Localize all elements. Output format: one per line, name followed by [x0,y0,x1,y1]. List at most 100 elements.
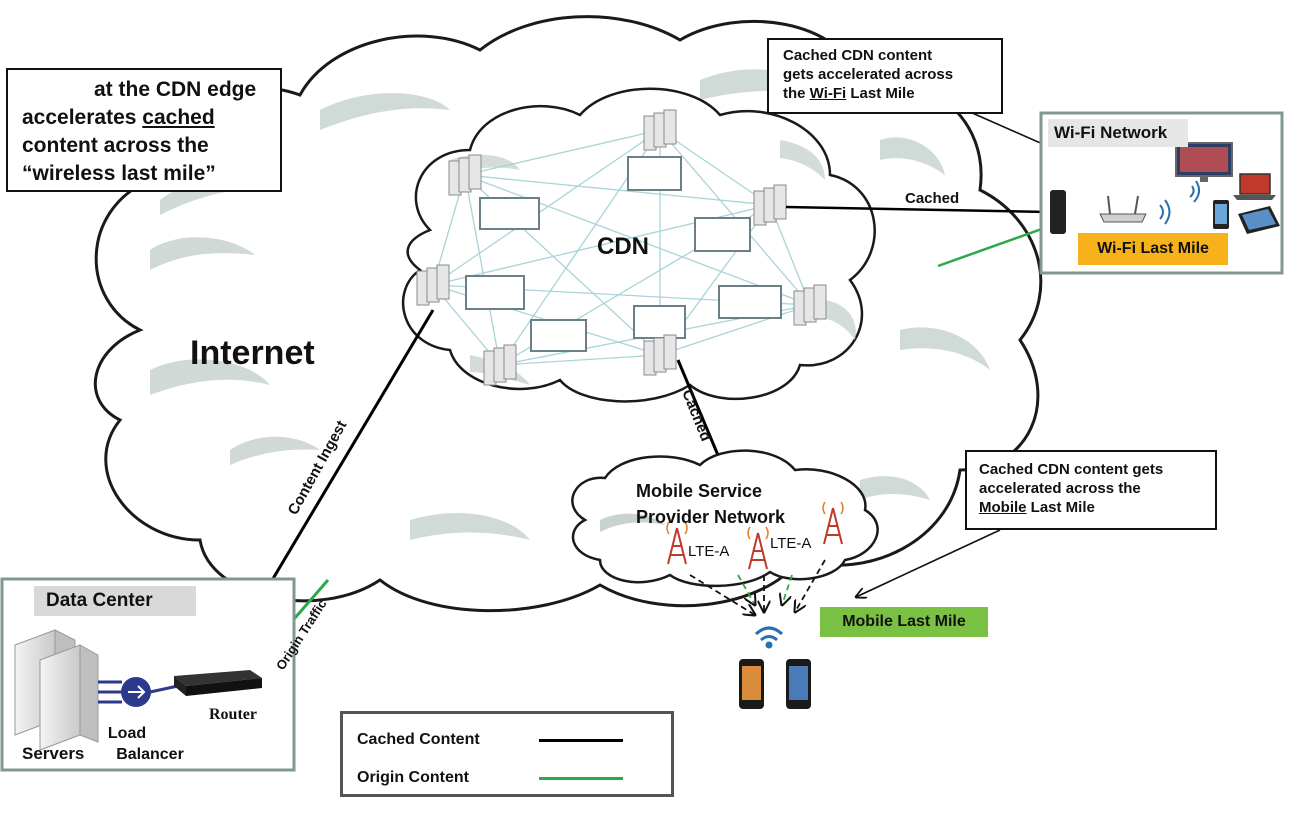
legend-origin-swatch [539,777,623,780]
wifi-callout-line-1: Cached CDN content [783,47,933,64]
wifi-callout: Cached CDN content gets accelerated acro… [767,38,1003,114]
cdn-node-icon [643,109,677,151]
wifi-signal-icon [1159,180,1200,225]
legend-cached-label: Cached Content [357,731,480,748]
signal-arrow-2 [737,574,755,605]
cdn-label: CDN [597,233,649,260]
cdn-box-5 [718,285,782,319]
cdn-server-nodes [416,109,827,386]
lte-tower-icon [822,501,844,545]
lte-tower-icon [666,521,688,565]
wifi-router-icon [1099,195,1147,223]
wifi-callout-line-3: the Wi-Fi Last Mile [783,84,1001,103]
legend: Cached Content Origin Content [340,711,674,797]
cdn-cache-boxes [465,156,782,352]
mobile-phone-2-icon [786,659,811,709]
edge-callout-cached-word: cached [142,106,215,129]
cdn-box-3 [694,217,751,252]
wifi-callout-line-3-post: Last Mile [846,85,915,102]
cdn-node-rack [773,184,787,220]
servers-label: Servers [22,744,84,763]
cdn-node-icon [793,284,827,326]
cdn-node-icon [448,154,482,196]
lte-tower-icon [747,526,769,570]
cdn-box-1 [627,156,682,191]
edge-callout-line-2: accelerates cached [22,104,280,132]
server-cables [98,680,179,704]
cached-mobile-line [676,359,722,461]
cdn-node-icon [416,264,450,306]
mesh-link [659,129,771,206]
cdn-edge-callout: at the CDN edge accelerates cached conte… [6,68,282,192]
mobile-callout-mobile-word: Mobile [979,499,1027,516]
mesh-link [499,354,661,366]
lte-tower-signal [747,526,769,540]
wifi-phone-screen [1215,204,1227,224]
edge-callout-line-2-pre: accelerates [22,106,143,129]
mobile-callout-line-2: accelerated across the [979,480,1141,497]
cdn-node-rack [663,109,677,145]
wifi-callout-line-2: gets accelerated across [783,66,954,83]
signal-arrow-1 [689,574,755,615]
cdn-box-7 [633,305,686,339]
cdn-node-rack [663,334,677,370]
data-center-title: Data Center [34,586,196,616]
lte-tower-frame [823,507,843,545]
legend-origin-label: Origin Content [357,769,469,786]
lte-tower-signal [822,501,844,515]
mesh-link [464,174,811,306]
tablet-icon [1238,206,1280,234]
cdn-box-6 [530,319,587,352]
legend-cached-swatch [539,739,623,742]
laptop-icon [1233,173,1276,200]
mobile-phone-1-icon [739,659,764,709]
cached-wifi-label: Cached [905,190,959,207]
servers-icon [14,629,99,751]
mobile-callout-arrow [856,529,1001,597]
edge-callout-line-1: at the CDN edge [94,78,257,101]
edge-callout-line-4: “wireless last mile” [22,162,216,185]
lte-tower-frame [748,532,768,570]
mesh-link [659,304,811,356]
mobile-callout-line-3: Mobile Last Mile [979,498,1215,517]
load-balancer-label-2: Balancer [116,746,184,763]
signal-arrow-5 [795,559,826,612]
lte-label-1: LTE-A [688,543,729,560]
modem-icon [1050,190,1066,234]
cdn-node-rack [468,154,482,190]
cdn-node-rack [436,264,450,300]
internet-label: Internet [190,334,315,372]
cdn-box-4 [465,275,525,310]
mobile-provider-cloud [571,449,879,588]
router-icon [174,670,262,696]
wifi-callout-line-3-pre: the [783,85,810,102]
cached-wifi-line [785,205,1049,214]
mobile-callout-line-3-post: Last Mile [1026,499,1095,516]
mobile-provider-label-1: Mobile Service [636,481,762,501]
wifi-network-title: Wi-Fi Network [1048,119,1188,147]
mobile-callout: Cached CDN content gets accelerated acro… [965,450,1217,530]
cdn-node-rack [813,284,827,320]
wifi-callout-wifi-word: Wi-Fi [809,85,847,102]
signal-arrow-4 [782,574,793,605]
router-label: Router [209,706,257,723]
mesh-link [464,129,661,176]
mesh-link [769,204,811,306]
load-balancer-icon [121,677,151,707]
cdn-box-2 [479,197,540,230]
origin-wifi-line [937,224,1051,268]
mobile-callout-line-1: Cached CDN content gets [979,461,1164,478]
mobile-cloud-shadow [600,513,665,532]
cdn-node-rack [503,344,517,380]
mobile-last-mile-badge: Mobile Last Mile [820,607,988,637]
smart-tv-icon [1175,142,1233,182]
mobile-provider-label-2: Provider Network [636,507,786,527]
edge-callout-line-3: content across the [22,134,209,157]
load-balancer-label-1: Load [108,725,146,742]
cdn-node-icon [753,184,787,226]
mesh-link [432,129,661,286]
wifi-last-mile-badge: Wi-Fi Last Mile [1078,233,1228,265]
tower-signal-arrows [689,559,826,615]
lte-label-2: LTE-A [770,535,811,552]
